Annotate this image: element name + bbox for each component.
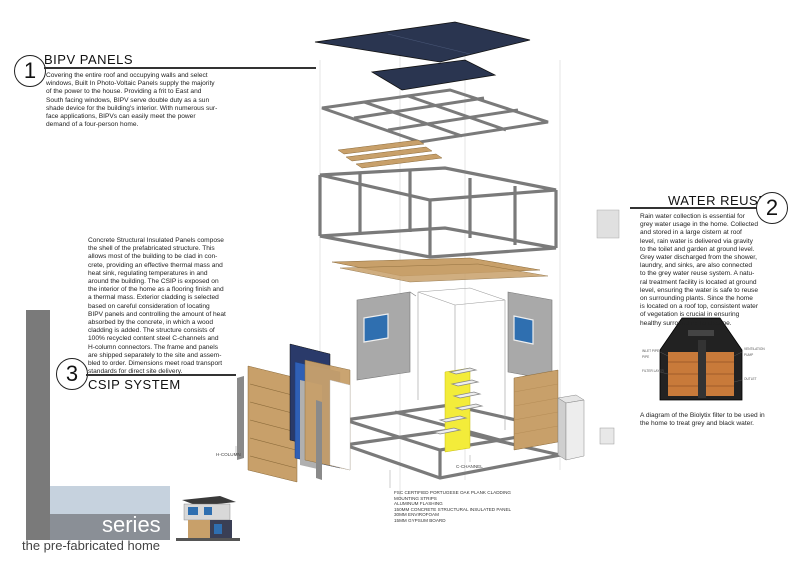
bipv-line: South facing windows, BIPV serve double … [46, 96, 210, 104]
water-line: is located on a roof top, consistent wat… [640, 303, 759, 311]
layer-spec-list: FSC CERTIFIED PORTUGESE OAK PLANK CLADDI… [394, 490, 594, 524]
c-channel-label: C-CHANNEL [456, 464, 483, 469]
caption-line: the home to treat grey and black water. [640, 420, 754, 428]
water-line: on surrounding plants. Since the home [640, 295, 753, 303]
h-column-label: H-COLUMN [216, 452, 241, 457]
water-line: level, rain water is delivered via gravi… [640, 237, 753, 245]
water-line: Grey water discharged from the shower, [640, 254, 757, 262]
appliance-units [557, 209, 620, 461]
csip-line: bled to order. Dimensions meet road tran… [88, 360, 223, 368]
series-subtitle: the pre-fabricated home [22, 538, 161, 553]
csip-line: around the building. The CSIP is exposed… [88, 278, 219, 286]
water-line: level, ensuring the water is safe to reu… [640, 286, 759, 294]
water-line: healthy surrounding landscape. [640, 319, 732, 327]
csip-rule [86, 374, 236, 376]
csip-line: Concrete Structural Insulated Panels com… [88, 237, 224, 244]
caption-line: A diagram of the Biolytix filter to be u… [640, 412, 765, 419]
water-body: Rain water collection is essential for g… [640, 213, 790, 328]
water-line: to the grey water reuse system. A natu- [640, 270, 755, 278]
section-number-2: 2 [756, 192, 788, 224]
csip-line: 100% recycled content steel C-channels a… [88, 335, 219, 343]
stair-and-yellow-glass [432, 367, 484, 453]
csip-title: CSIP SYSTEM [88, 377, 181, 392]
section-number-3: 3 [56, 358, 88, 390]
csip-line: a thermal mass. Exterior cladding is sel… [88, 294, 219, 302]
upper-wood-beams [337, 139, 443, 169]
bipv-body: Covering the entire roof and occupying w… [46, 72, 276, 129]
bipv-line: face applications, BIPVs can easily meet… [46, 113, 196, 121]
water-line: and stored in a large cistern at roof [640, 229, 742, 237]
svg-text:OUTLET: OUTLET [744, 377, 757, 381]
middle-wood-beams [331, 257, 549, 283]
csip-line: the shell of the prefabricated structure… [88, 245, 215, 253]
upper-floor-frame [318, 166, 558, 259]
csip-line: H-column connectors. The frame and panel… [88, 343, 218, 351]
bipv-line: demand of a four-person home. [46, 121, 139, 129]
water-line: grey water usage in the home. Collected [640, 221, 759, 229]
water-title: WATER REUSE [668, 193, 768, 208]
csip-line: BIPV panels and controlling the amount o… [88, 310, 226, 318]
layer-spec-item: 150MM CONCRETE STRUCTURAL INSULATED PANE… [394, 506, 512, 512]
left-concrete-wall [356, 291, 417, 381]
section-number-1: 1 [14, 55, 46, 87]
csip-body: Concrete Structural Insulated Panels com… [88, 237, 278, 376]
csip-line: based on careful consideration of locati… [88, 302, 210, 310]
bipv-title: BIPV PANELS [44, 52, 134, 67]
right-wood-cladding [513, 369, 559, 451]
svg-text:INLET PIPE: INLET PIPE [642, 349, 659, 353]
bipv-line: windows, Built In Photo-Voltaic Panels s… [46, 80, 215, 88]
water-line: ral treatment facility is located at gro… [640, 278, 757, 286]
roof-frame-grid [321, 88, 549, 144]
csip-line: standards for direct site delivery. [88, 368, 183, 376]
csip-layer-stack [237, 343, 351, 483]
bipv-line: Covering the entire roof and occupying w… [46, 72, 208, 79]
biolytix-filter-diagram: INLET PIPE PIPE FILTER LAYER VENTILATION… [642, 317, 765, 401]
bipv-line: shade device for the building's interior… [46, 104, 218, 112]
svg-text:PUMP: PUMP [744, 353, 753, 357]
csip-line: allows most of the building to be clad i… [88, 253, 218, 261]
layer-spec-item: 30MM ENVIROFOAM [394, 512, 439, 518]
water-line: to the toilet and garden at ground level… [640, 245, 755, 253]
csip-line: heat sink, regulating temperatures in an… [88, 269, 208, 277]
house-thumbnail [50, 486, 240, 541]
series-wordmark: series [102, 512, 161, 537]
biolytix-caption: A diagram of the Biolytix filter to be u… [640, 412, 790, 428]
roof-bipv-panels [314, 21, 531, 91]
water-line: of vegetation is crucial in ensuring [640, 311, 740, 319]
svg-text:VENTILATION: VENTILATION [744, 347, 765, 351]
water-line: laundry, and sinks, are also connected [640, 262, 753, 270]
bipv-line: of the power to the house. Providing a f… [46, 88, 202, 96]
layer-spec-item: FSC CERTIFIED PORTUGESE OAK PLANK CLADDI… [394, 490, 511, 495]
water-rule [630, 207, 758, 209]
layer-spec-item: ALUMINUM FLASHING [394, 501, 443, 507]
callout-leaders [235, 446, 471, 488]
water-line: Rain water collection is essential for [640, 213, 745, 220]
csip-line: absorbed by the concrete, in which a woo… [88, 319, 213, 327]
bipv-rule [44, 67, 316, 69]
csip-line: crete, providing an effective thermal ma… [88, 261, 223, 269]
layer-spec-item: 15MM GYPSUM BOARD [394, 517, 446, 523]
svg-text:FILTER LAYER: FILTER LAYER [642, 369, 665, 373]
layer-spec-item: MOUNTING STRIPS [394, 495, 437, 501]
csip-line: cladding is added. The structure consist… [88, 327, 215, 335]
csip-line: the interior of the home as a flooring f… [88, 286, 224, 294]
right-concrete-wall [507, 291, 553, 381]
csip-line: are shipped separately to the site and a… [88, 351, 222, 359]
svg-text:PIPE: PIPE [642, 355, 649, 359]
